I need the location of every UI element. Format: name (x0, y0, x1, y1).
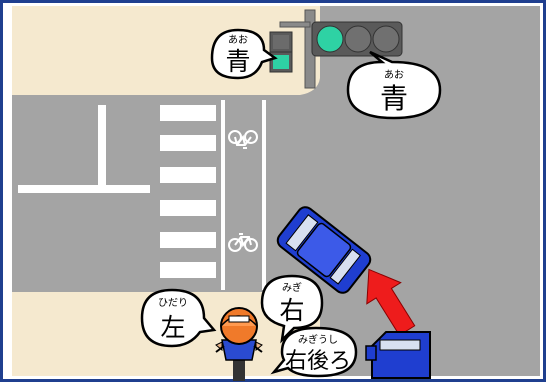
speech-bubble-right: みぎ 右 (260, 274, 324, 344)
road (12, 6, 540, 376)
red-arrow-icon (366, 268, 416, 336)
large-signal-label: 青 (380, 82, 408, 115)
turning-car (276, 206, 372, 294)
helmet-child-icon (215, 307, 263, 381)
vehicle-signal (311, 21, 403, 57)
right-ruby: みぎ (282, 281, 302, 294)
bicycle-icon (228, 233, 258, 252)
small-signal-label: 青 (225, 47, 250, 76)
left-label: 左 (160, 313, 185, 342)
bicycle-icon (228, 130, 258, 149)
approaching-car (365, 331, 431, 379)
speech-bubble-small-signal: あお 青 (210, 28, 278, 80)
right-back-ruby: みぎうし (298, 333, 338, 346)
pedestrian-signal (269, 31, 293, 73)
speech-bubble-large-signal: あお 青 (346, 50, 442, 120)
small-signal-ruby: あお (228, 34, 248, 46)
speech-bubble-right-back: みぎうし 右後ろ (270, 326, 358, 378)
right-back-label: 右後ろ (285, 349, 351, 374)
large-signal-ruby: あお (384, 69, 404, 81)
right-label: 右 (279, 296, 304, 325)
left-ruby: ひだり (158, 297, 188, 309)
road-markings (18, 100, 266, 290)
speech-bubble-left: ひだり 左 (140, 288, 217, 348)
